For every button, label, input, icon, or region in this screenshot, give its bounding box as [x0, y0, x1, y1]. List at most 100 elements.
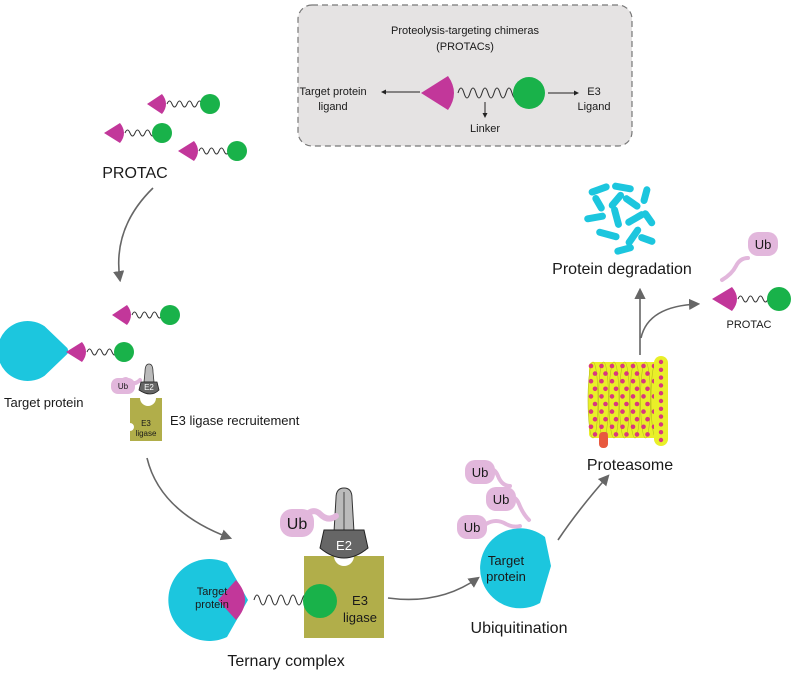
arrow-to-binding	[113, 187, 154, 283]
protac-molecule	[178, 141, 247, 161]
peptide-fragment	[588, 183, 610, 196]
peptide-fragment	[625, 226, 642, 246]
ubi-ub-label-3: Ub	[464, 520, 481, 535]
proteasome-dot	[592, 416, 598, 422]
proteasome-dot	[599, 424, 604, 430]
protac-inset: Proteolysis-targeting chimeras (PROTACs)…	[297, 4, 633, 147]
ub-blob	[457, 515, 487, 539]
proteasome-dot	[645, 401, 650, 407]
proteasome-dot	[609, 424, 615, 430]
e3-ligand-circle	[114, 342, 134, 362]
recycled-ub-label: Ub	[755, 237, 772, 252]
proteasome-dot	[613, 371, 619, 376]
proteasome-dot	[658, 406, 664, 411]
proteasome-dot	[609, 363, 615, 369]
proteasome-dot	[609, 409, 615, 414]
ubiquitination-stage: Target protein Ub Ub Ub Ubiquitination	[457, 460, 567, 637]
warhead-shape	[104, 123, 124, 143]
ternary-ub-label: Ub	[287, 516, 308, 533]
proteasome-dot	[588, 409, 594, 414]
proteasome-dot	[613, 432, 619, 437]
protac-molecule	[66, 342, 134, 362]
proteasome-dot	[634, 432, 640, 437]
inset-linker-label: Linker	[470, 123, 500, 135]
binding-stage: Target protein Ub E2 E3 ligase E3 ligase…	[0, 305, 300, 441]
peptide-fragment	[592, 194, 605, 212]
inset-title-line2: (PROTACs)	[436, 41, 494, 53]
proteasome-dot	[624, 401, 629, 407]
linker-spring	[166, 100, 203, 108]
ternary-target-label-line1: Target	[197, 586, 228, 598]
proteasome-dot	[613, 416, 619, 422]
peptide-fragment	[584, 212, 606, 223]
proteasome-dot	[592, 371, 598, 376]
proteasome-dot	[658, 414, 664, 419]
warhead-shape	[178, 141, 198, 161]
proteasome-rings	[587, 361, 662, 439]
ubi-ub-label-2: Ub	[493, 492, 510, 507]
proteasome-dot	[620, 424, 625, 430]
peptide-fragment	[622, 195, 641, 210]
e3-ligase-shape	[130, 398, 162, 441]
proteasome-dot	[645, 432, 650, 437]
proteasome-dot	[641, 378, 646, 384]
linker-spring	[253, 594, 309, 606]
peptide-fragment	[614, 244, 634, 255]
e2-stalk	[143, 363, 155, 383]
e2-body	[138, 381, 160, 395]
inset-e3-ligand-circle	[513, 77, 545, 109]
e3-ligand-circle	[227, 141, 247, 161]
warhead-shape	[712, 287, 737, 311]
ub-blob	[748, 232, 778, 256]
warhead-shape	[66, 342, 86, 362]
proteasome-dot	[620, 363, 625, 369]
proteasome-dot	[658, 391, 664, 396]
ternary-complex-label: Ternary complex	[227, 653, 344, 670]
e3-ligand-circle	[160, 305, 180, 325]
proteasome-dot	[658, 430, 664, 435]
proteasome-dot	[658, 383, 664, 388]
proteasome-dot	[645, 371, 650, 376]
ub-tail	[484, 519, 522, 529]
warhead-shape	[147, 94, 166, 114]
ub-blob	[465, 460, 495, 484]
target-protein-shape	[168, 559, 248, 641]
proteasome-dot	[634, 371, 640, 376]
proteasome-dot	[630, 363, 636, 369]
proteasome-dot	[641, 363, 646, 369]
target-protein-free	[0, 321, 69, 381]
proteasome-dot	[634, 416, 640, 422]
proteasome-dot	[620, 394, 625, 399]
protac-molecule	[147, 94, 220, 114]
proteasome-dot	[599, 409, 604, 414]
ubi-target-label-line1: Target	[488, 553, 525, 568]
ubi-ub-label-1: Ub	[472, 465, 489, 480]
proteasome: Proteasome	[587, 356, 673, 474]
ub-label-small: Ub	[118, 382, 129, 391]
proteasome-dot	[592, 432, 598, 437]
recycled-protac-label: PROTAC	[726, 319, 771, 331]
peptide-fragment	[641, 210, 656, 227]
ternary-e3-label-line2: ligase	[343, 610, 377, 625]
inset-e3-label-line1: E3	[587, 86, 600, 98]
proteasome-dot	[634, 386, 640, 392]
proteasome-dot	[630, 378, 636, 384]
e3-ligand-circle	[767, 287, 791, 311]
peptide-fragment	[608, 191, 625, 209]
ternary-e2-label: E2	[336, 538, 352, 553]
proteasome-dot	[592, 386, 598, 392]
proteasome-tail	[599, 432, 608, 448]
proteasome-dot	[630, 409, 636, 414]
proteasome-dot	[658, 422, 664, 427]
proteasome-dot	[609, 378, 615, 384]
inset-target-label-line2: ligand	[318, 101, 347, 113]
inset-warhead-shape	[421, 76, 454, 110]
recycled-protac: Ub PROTAC	[712, 232, 791, 331]
proteasome-dot	[624, 386, 629, 392]
proteasome-dot	[588, 363, 594, 369]
target-protein-shape	[0, 321, 69, 381]
proteasome-dot	[620, 409, 625, 414]
arrow-to-ubiquitination	[387, 576, 480, 601]
ubiquitination-label: Ubiquitination	[471, 620, 568, 637]
